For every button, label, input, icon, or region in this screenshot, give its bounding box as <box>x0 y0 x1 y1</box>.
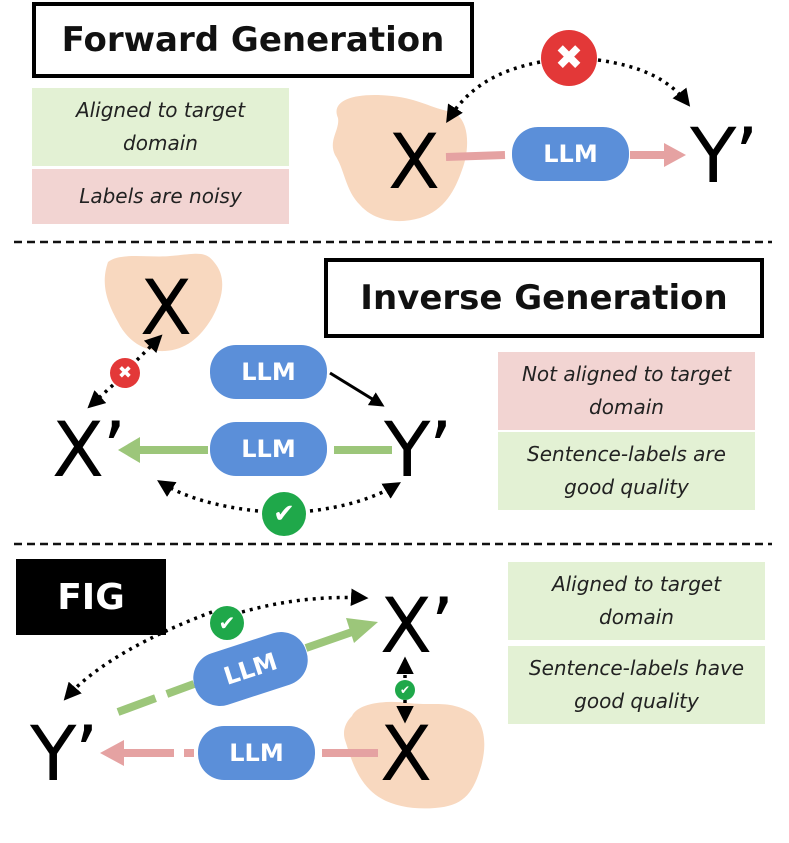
y-to-llm-arrow <box>116 680 196 716</box>
forward-note-aligned: Aligned to target domain <box>32 88 289 166</box>
llm-to-xprime-arrowhead <box>346 618 378 643</box>
fig-note-aligned: Aligned to target domain <box>508 562 765 640</box>
x-xprime-alignment-link <box>87 383 115 409</box>
forward-llm-node: LLM <box>512 127 629 181</box>
inverse-note-not-aligned: Not aligned to target domain <box>498 352 755 430</box>
x-to-llm-arrow <box>445 151 506 161</box>
inverse-xprime-label: X’ <box>52 405 126 494</box>
fig-y-label: Y’ <box>30 709 99 798</box>
llm-to-y-arrowhead <box>100 740 124 766</box>
fig-llm-bottom-node: LLM <box>198 726 315 780</box>
llm-to-y-arrow <box>329 371 385 407</box>
forward-y-label: Y’ <box>690 111 759 200</box>
llm-to-xprime-arrowhead <box>118 437 140 463</box>
fig-xprime-label: X’ <box>380 581 454 670</box>
cross-icon: ✖ <box>110 358 140 388</box>
check-icon: ✔ <box>395 680 415 700</box>
llm-to-xprime-arrow <box>304 628 354 652</box>
x-y-alignment-link <box>597 58 691 107</box>
domain-blob <box>332 94 468 222</box>
forward-note-noisy: Labels are noisy <box>32 169 289 224</box>
forward-generation-title: Forward Generation <box>32 2 474 78</box>
xprime-y-alignment-link <box>309 482 401 513</box>
fig-x-label: X <box>380 709 432 798</box>
x-xprime-alignment-link <box>135 334 163 362</box>
fig-note-good-quality: Sentence-labels have good quality <box>508 646 765 724</box>
inverse-note-good-quality: Sentence-labels are good quality <box>498 432 755 510</box>
cross-icon: ✖ <box>541 30 597 86</box>
inverse-x-label: X <box>140 263 192 352</box>
check-icon: ✔ <box>210 606 244 640</box>
inverse-generation-title: Inverse Generation <box>324 258 764 338</box>
xprime-y-alignment-link <box>157 480 259 513</box>
check-icon: ✔ <box>262 492 306 536</box>
inverse-y-label: Y’ <box>384 405 453 494</box>
fig-title: FIG <box>16 559 166 635</box>
y-xprime-alignment-link <box>63 610 213 701</box>
inverse-llm-top-node: LLM <box>210 345 327 399</box>
domain-blob <box>104 253 223 352</box>
inverse-llm-bottom-node: LLM <box>210 422 327 476</box>
y-xprime-alignment-link <box>241 588 369 614</box>
llm-to-y-arrowhead <box>664 143 686 167</box>
domain-blob <box>343 701 485 809</box>
x-y-alignment-link <box>446 60 541 123</box>
forward-x-label: X <box>388 117 440 206</box>
